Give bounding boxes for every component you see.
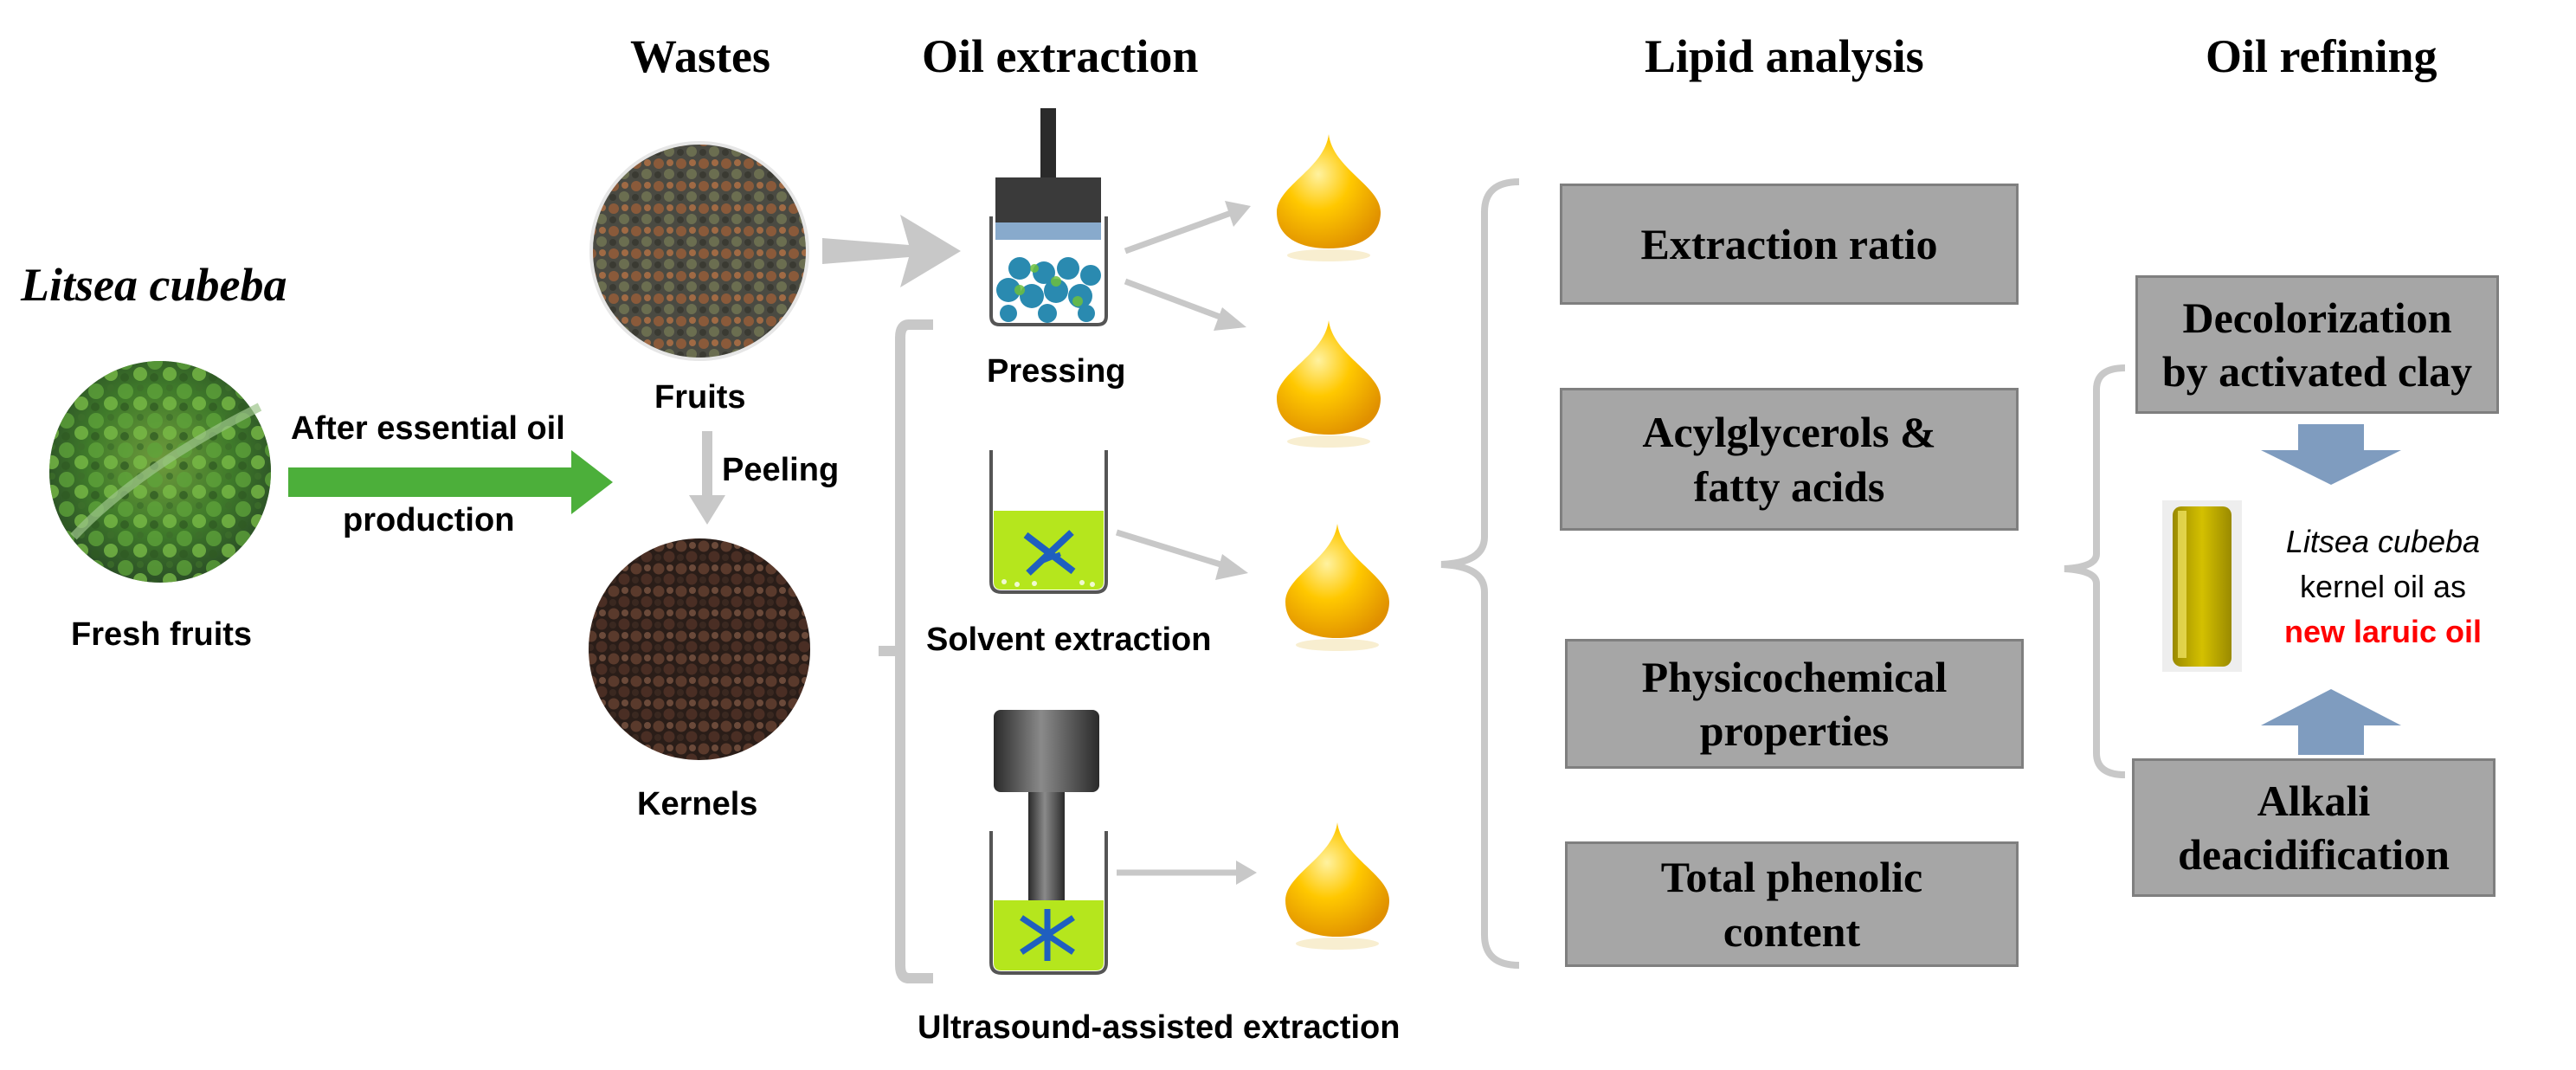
acylglycerols-label-line2: fatty acids <box>1693 461 1885 511</box>
press-beaker-icon <box>989 108 1108 326</box>
acylglycerols-box: Acylglycerols & fatty acids <box>1560 388 2019 531</box>
green-arrow-label-line1: After essential oil <box>291 410 565 447</box>
ultrasound-extraction-label: Ultrasound-assisted extraction <box>918 1009 1401 1046</box>
phenolic-label-line1: Total phenolic <box>1660 853 1923 901</box>
fruits-label: Fruits <box>654 379 746 416</box>
analysis-brace <box>1440 178 1520 969</box>
extraction-ratio-label: Extraction ratio <box>1640 219 1938 268</box>
header-oil-extraction: Oil extraction <box>922 30 1199 82</box>
green-arrow <box>288 450 613 514</box>
result-species: Litsea cubeba <box>2285 524 2481 559</box>
blue-arrow-down <box>2261 424 2401 485</box>
species-title: Litsea cubeba <box>21 259 287 311</box>
physicochemical-label-line2: properties <box>1699 706 1890 755</box>
fruits-image <box>589 141 809 361</box>
solvent-extraction-label: Solvent extraction <box>926 622 1212 658</box>
result-line3: new laruic oil <box>2283 614 2483 650</box>
decolorization-label-line2: by activated clay <box>2161 347 2473 396</box>
alkali-label-line2: deacidification <box>2178 830 2450 879</box>
result-text: Litsea cubeba kernel oil as new laruic o… <box>2257 519 2508 655</box>
kernels-image <box>589 538 810 760</box>
blue-arrow-up <box>2261 689 2401 755</box>
oil-drop-icon <box>1277 134 1381 261</box>
oil-drop-icon <box>1285 524 1389 651</box>
oil-drop-icon <box>1285 822 1389 950</box>
ultrasound-beaker-icon <box>989 710 1108 975</box>
method-to-oil-arrows <box>1115 201 1257 885</box>
oil-drops <box>1277 134 1389 950</box>
pressing-label: Pressing <box>987 353 1126 390</box>
oil-tube-image <box>2162 500 2242 672</box>
header-wastes: Wastes <box>630 30 770 82</box>
solvent-beaker-icon <box>989 450 1108 594</box>
physicochemical-box: Physicochemical properties <box>1565 639 2024 769</box>
peeling-label: Peeling <box>722 452 840 488</box>
refining-brace <box>2064 364 2126 778</box>
fruits-to-pressing-arrow <box>822 215 961 287</box>
extraction-ratio-box: Extraction ratio <box>1560 184 2019 305</box>
phenolic-content-box: Total phenolic content <box>1565 841 2019 967</box>
peeling-arrow <box>689 431 725 525</box>
acylglycerols-label-line1: Acylglycerols & <box>1642 408 1936 456</box>
physicochemical-label-line1: Physicochemical <box>1641 652 1948 701</box>
header-oil-refining: Oil refining <box>2206 30 2438 82</box>
fresh-fruits-image <box>49 361 271 583</box>
fresh-fruits-label: Fresh fruits <box>71 616 253 653</box>
result-line2: kernel oil as <box>2299 569 2467 605</box>
green-arrow-label-line2: production <box>343 502 515 538</box>
kernels-label: Kernels <box>637 786 758 822</box>
oil-drop-icon <box>1277 320 1381 448</box>
alkali-label-line1: Alkali <box>2257 776 2371 825</box>
phenolic-label-line2: content <box>1723 906 1861 956</box>
decolorization-box: Decolorization by activated clay <box>2135 275 2499 414</box>
methods-bracket <box>879 319 933 983</box>
alkali-deacidification-box: Alkali deacidification <box>2132 758 2496 897</box>
header-lipid-analysis: Lipid analysis <box>1645 30 1924 82</box>
decolorization-label-line1: Decolorization <box>2182 293 2452 342</box>
